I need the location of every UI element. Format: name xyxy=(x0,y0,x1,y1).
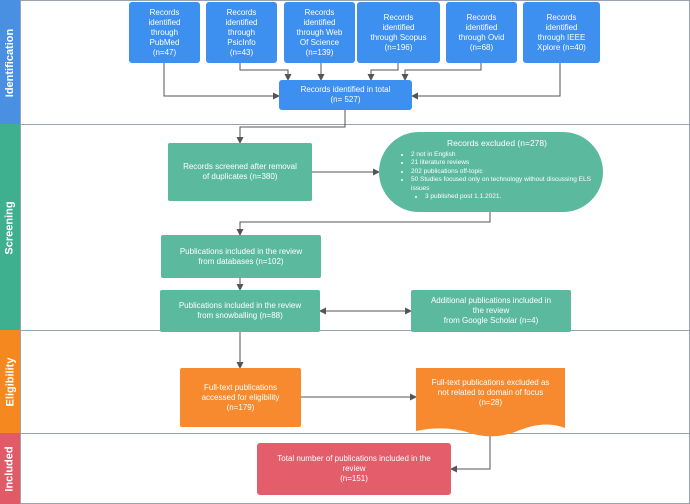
databases-box: Publications included in the review from… xyxy=(161,235,321,278)
records-total-box: Records identified in total (n= 527) xyxy=(279,80,412,110)
lane-eligibility xyxy=(20,330,690,434)
source-ovid-box: Records identified through Ovid (n=68) xyxy=(446,2,517,63)
excluded-item: 21 literature reviews xyxy=(411,159,593,167)
records-screened-box: Records screened after removal of duplic… xyxy=(168,143,312,201)
fulltext-excluded-box: Full-text publications excluded as not r… xyxy=(431,378,550,407)
source-psicinfo-box: Records identified through PsicInfo (n=4… xyxy=(206,2,277,63)
source-web-of-science-box: Records identified through Web Of Scienc… xyxy=(284,2,355,63)
source-ieee-box: Records identified through IEEE Xplore (… xyxy=(523,2,600,63)
lane-label-screening: Screening xyxy=(0,124,20,331)
records-excluded-ellipse: Records excluded (n=278) 2 not in Englis… xyxy=(379,132,603,212)
source-pubmed-box: Records identified through PubMed (n=47) xyxy=(129,2,200,63)
lane-label-eligibility: Eligibility xyxy=(0,330,20,434)
records-excluded-title: Records excluded (n=278) xyxy=(447,138,547,148)
excluded-item: 202 publications off-topic xyxy=(411,168,593,176)
source-scopus-box: Records identified through Scopus (n=196… xyxy=(357,2,440,63)
lane-label-included: Included xyxy=(0,433,20,504)
excluded-item: 3 published post 1.1.2021. xyxy=(425,193,593,201)
records-excluded-list: 2 not in English 21 literature reviews 2… xyxy=(401,151,593,202)
fulltext-assessed-box: Full-text publications accessed for elig… xyxy=(180,368,301,427)
excluded-item: 2 not in English xyxy=(411,151,593,159)
lane-label-identification: Identification xyxy=(0,0,20,125)
snowballing-box: Publications included in the review from… xyxy=(160,290,320,332)
google-scholar-box: Additional publications included in the … xyxy=(411,290,571,332)
excluded-item: 50 Studies focused only on technology wi… xyxy=(411,176,593,193)
final-included-box: Total number of publications included in… xyxy=(257,443,451,495)
